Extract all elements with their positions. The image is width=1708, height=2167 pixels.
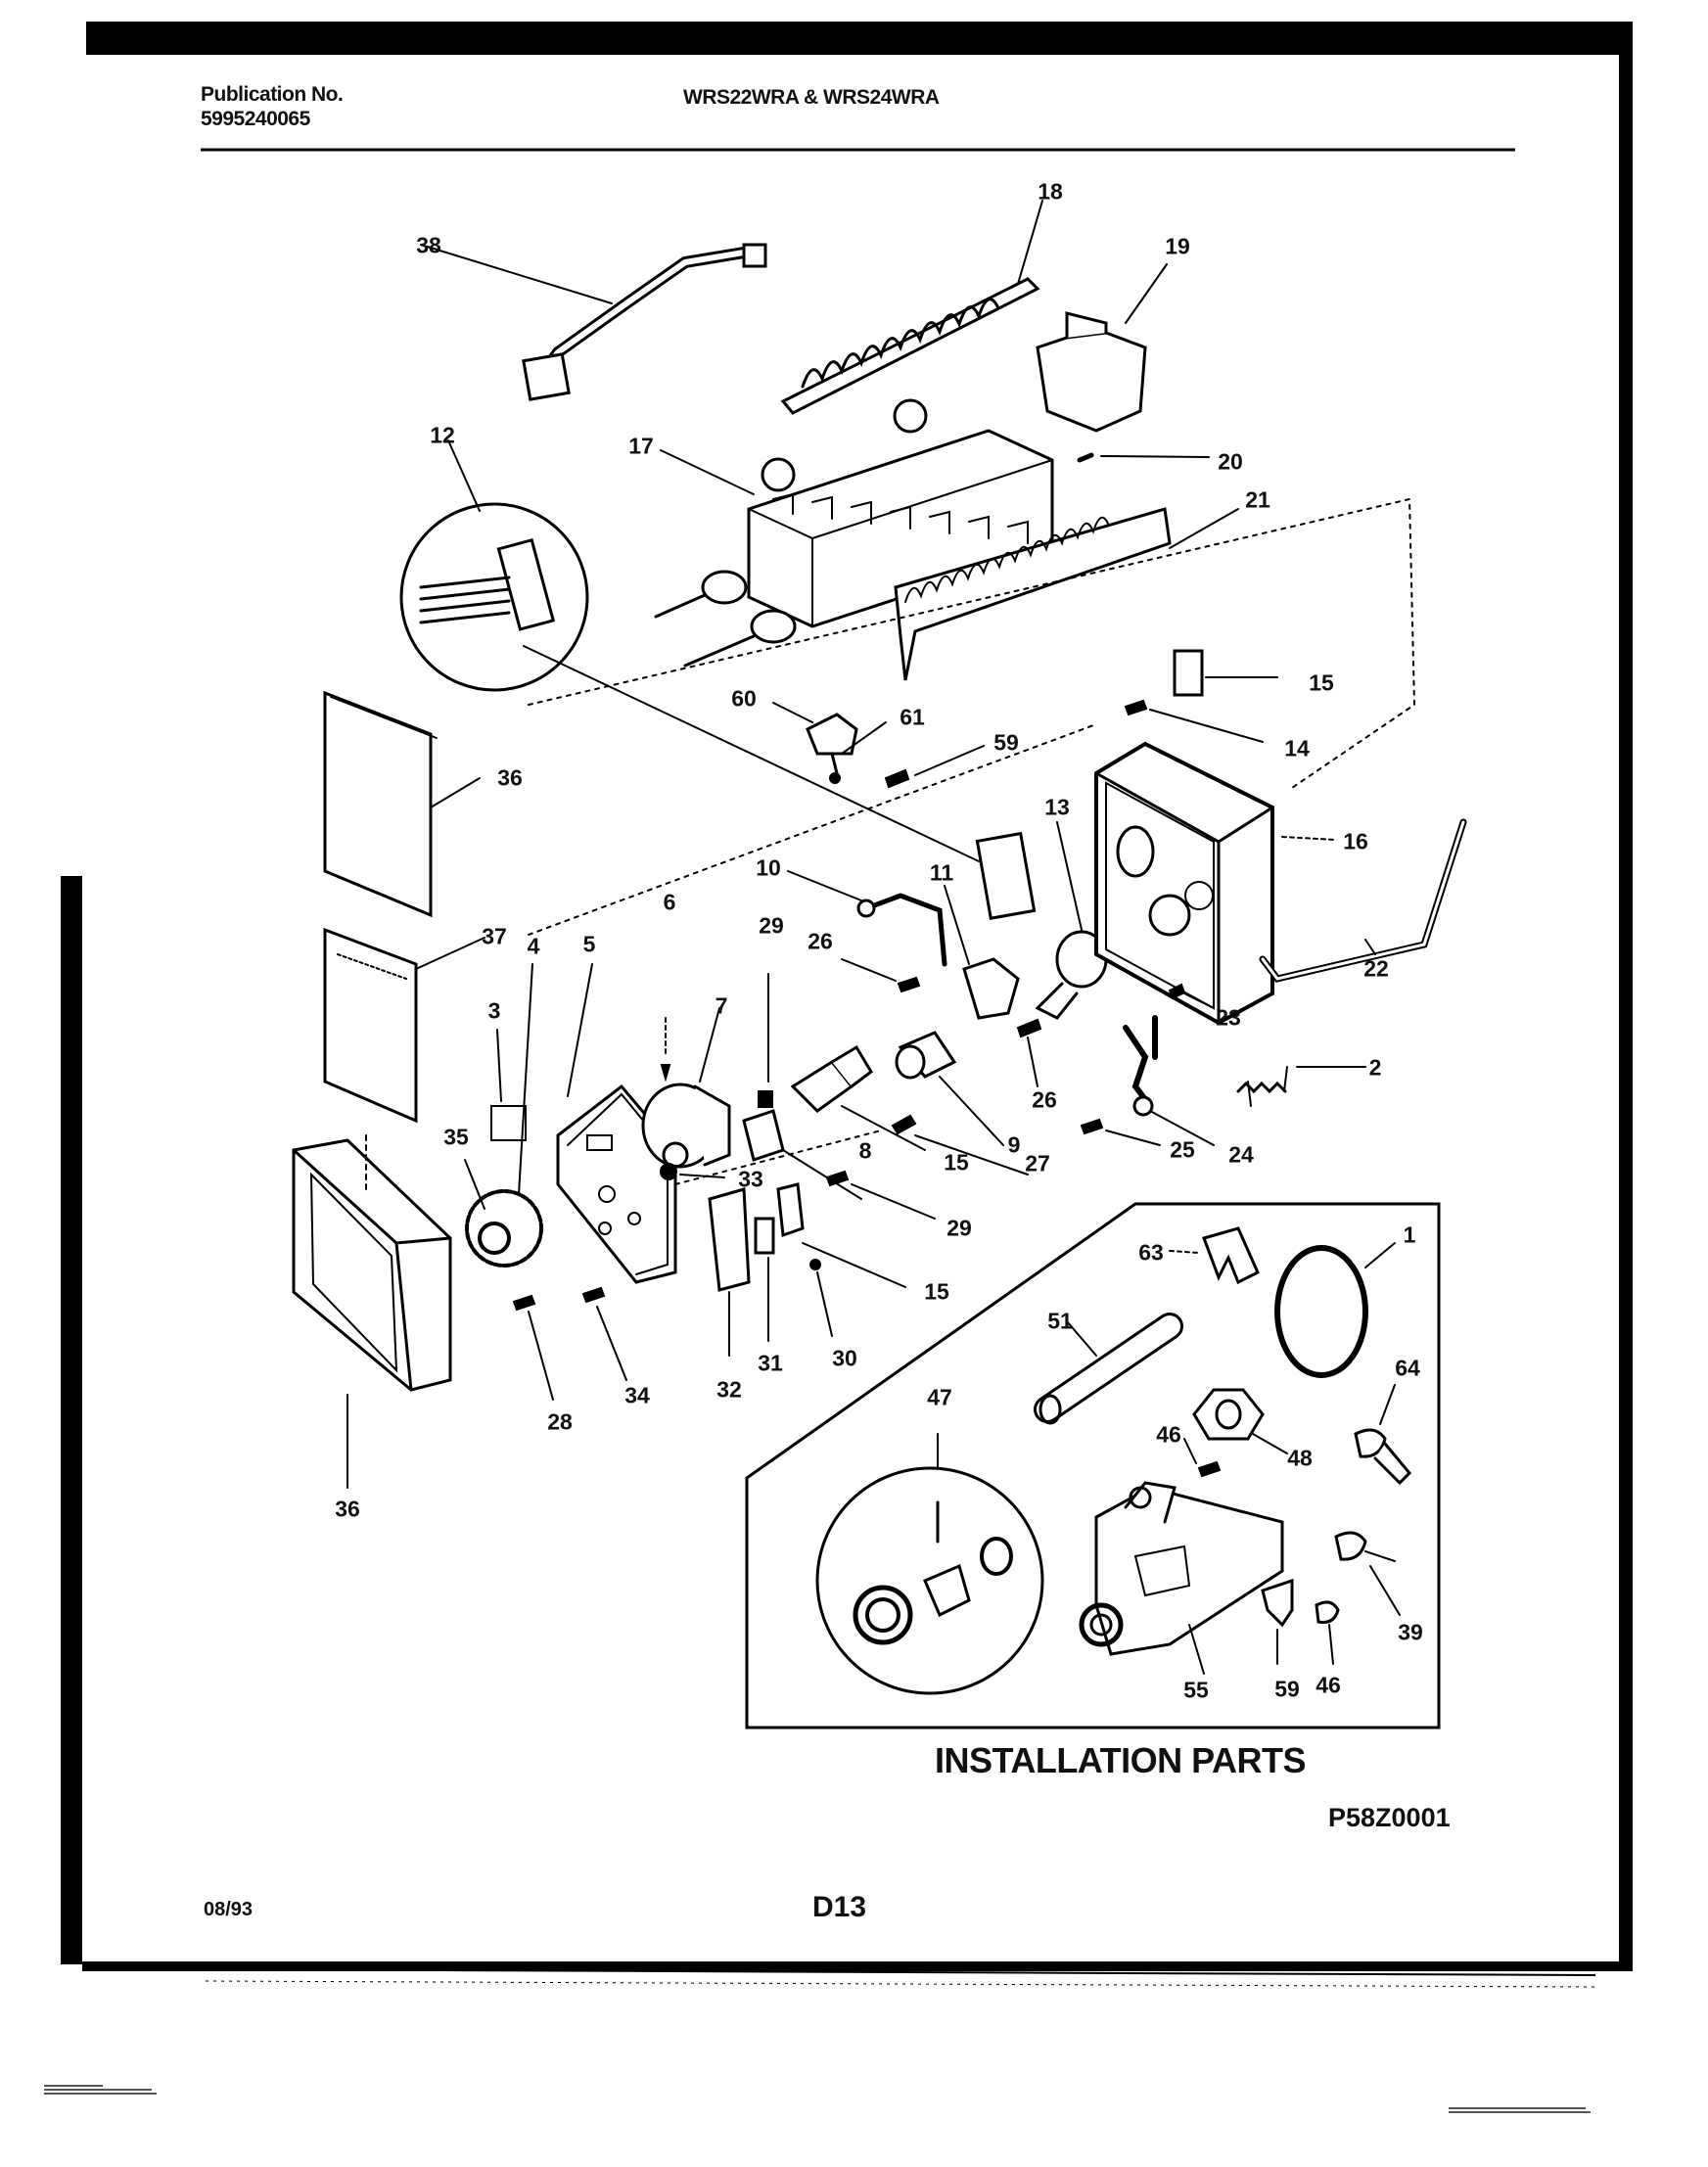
callout-46-lower: 46 [1316, 1672, 1341, 1698]
callout-8: 8 [858, 1137, 872, 1164]
callout-31: 31 [758, 1350, 783, 1376]
callout-44: 39 [1398, 1619, 1423, 1645]
callout-24: 24 [1228, 1141, 1254, 1168]
callout-18: 18 [1038, 178, 1063, 205]
callout-30: 30 [832, 1345, 857, 1371]
callout-27: 27 [1025, 1150, 1050, 1176]
callout-10: 10 [756, 854, 781, 881]
copyright-notice-right [1449, 2107, 1595, 2119]
callout-48: 48 [1287, 1445, 1313, 1471]
callout-15-upper: 15 [1309, 669, 1334, 696]
callout-6: 6 [663, 889, 676, 915]
callout-47: 47 [927, 1384, 952, 1410]
callout-32: 32 [716, 1376, 742, 1403]
callout-35: 35 [443, 1124, 469, 1150]
callout-15-lower: 15 [924, 1278, 949, 1305]
callout-3: 3 [487, 997, 501, 1024]
callout-60: 59 [993, 729, 1019, 756]
callout-2: 2 [1368, 1054, 1382, 1081]
callout-22: 22 [1363, 955, 1389, 982]
callout-38: 37 [482, 923, 507, 949]
callout-11: 11 [929, 859, 954, 886]
publication-number: 5995240065 [201, 108, 310, 130]
callout-15-mid: 15 [944, 1149, 969, 1176]
callout-36: 36 [335, 1496, 360, 1522]
scan-left-band [61, 876, 82, 1964]
callout-33: 33 [738, 1166, 763, 1192]
callout-55: 55 [1183, 1677, 1209, 1703]
installation-parts-title: INSTALLATION PARTS [935, 1740, 1306, 1780]
callout-26-upper: 26 [808, 928, 833, 954]
callout-26-lower: 26 [1032, 1086, 1057, 1113]
callout-39: 38 [416, 232, 441, 258]
diagram-code: P58Z0001 [1328, 1803, 1451, 1832]
callout-20: 20 [1218, 448, 1243, 475]
callout-16: 16 [1343, 828, 1368, 854]
callout-63: 63 [1138, 1239, 1164, 1266]
callout-62: 61 [900, 704, 925, 730]
callout-29-upper: 29 [759, 912, 784, 939]
callout-17: 17 [628, 433, 654, 459]
callout-23: 23 [1216, 1004, 1241, 1031]
copyright-notice-left [44, 2085, 162, 2097]
publication-label: Publication No. [201, 83, 344, 106]
callout-34: 34 [624, 1382, 650, 1408]
callout-9: 9 [1007, 1131, 1021, 1158]
callout-1: 1 [1403, 1222, 1416, 1248]
callout-5: 5 [582, 931, 596, 957]
callout-4: 4 [527, 933, 540, 959]
callout-19: 19 [1165, 233, 1190, 259]
callout-61: 60 [731, 685, 757, 712]
callout-64: 64 [1395, 1355, 1420, 1381]
callout-14: 14 [1284, 735, 1310, 761]
callout-12: 12 [430, 422, 455, 448]
callout-51: 51 [1047, 1308, 1073, 1334]
scan-bottom-band [82, 1961, 1633, 1971]
callout-21: 21 [1245, 486, 1270, 513]
callout-29-lower: 29 [946, 1215, 972, 1241]
callout-59: 59 [1274, 1676, 1300, 1702]
callout-46-upper: 46 [1156, 1421, 1181, 1448]
scan-right-band [1619, 22, 1633, 1969]
callout-7: 7 [715, 992, 728, 1019]
model-numbers: WRS22WRA & WRS24WRA [683, 86, 940, 109]
callout-28: 28 [547, 1408, 573, 1435]
callout-37: 36 [497, 764, 523, 791]
scan-top-band [86, 22, 1633, 55]
revision-date: 08/93 [204, 1899, 254, 1920]
page-code: D13 [812, 1891, 867, 1923]
callout-13: 13 [1044, 794, 1070, 820]
callout-25: 25 [1170, 1136, 1195, 1163]
